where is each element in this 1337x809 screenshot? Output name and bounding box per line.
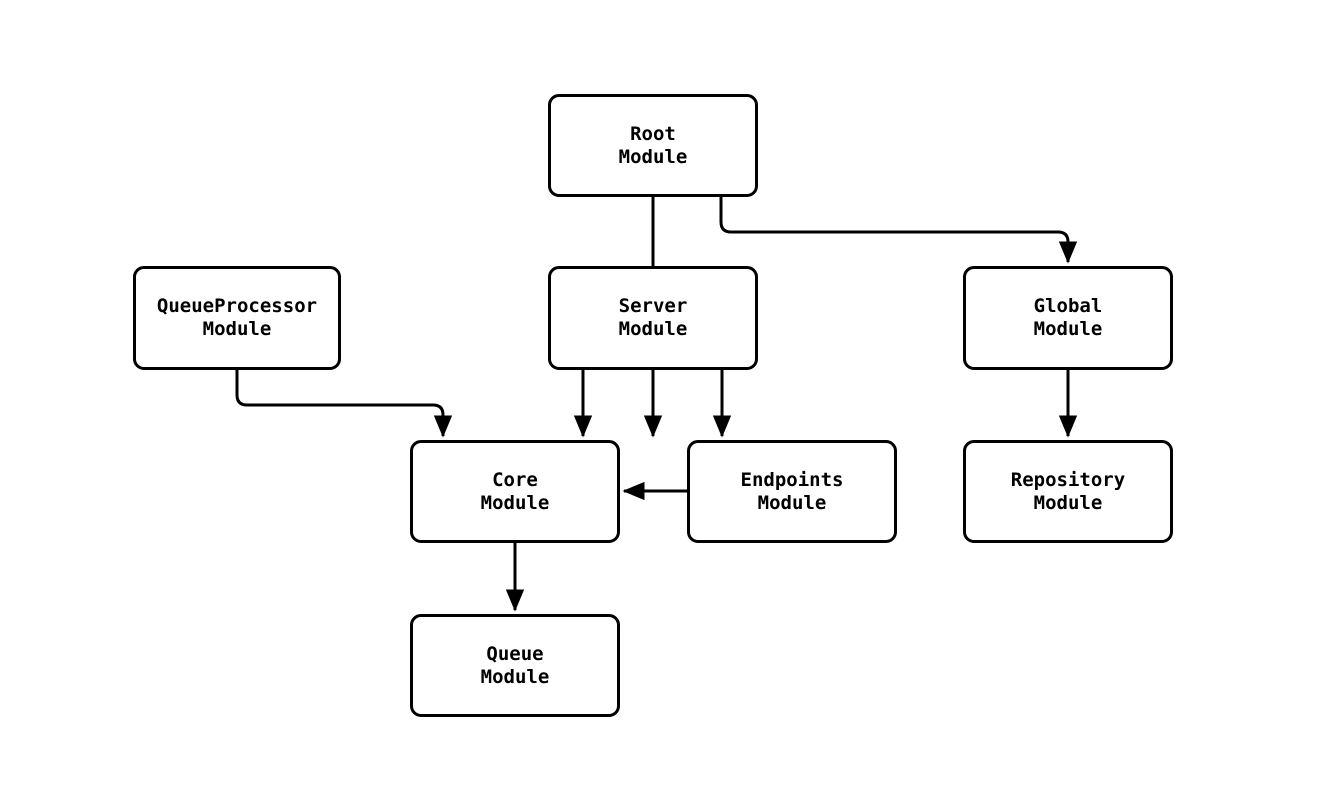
server-module-node[interactable]: Server Module — [548, 266, 758, 370]
edge-root-to-global — [719, 197, 1078, 264]
root-module-node[interactable]: Root Module — [548, 94, 758, 197]
repository-module-node[interactable]: Repository Module — [963, 440, 1173, 543]
core-module-node[interactable]: Core Module — [410, 440, 620, 543]
queueprocessor-module-node[interactable]: QueueProcessor Module — [133, 266, 341, 370]
queue-module-label: Queue Module — [480, 642, 550, 688]
endpoints-module-label: Endpoints Module — [740, 468, 844, 514]
edge-queueprocessor-to-core — [235, 370, 453, 438]
global-module-label: Global Module — [1033, 295, 1103, 340]
server-module-label: Server Module — [618, 295, 688, 340]
endpoints-module-node[interactable]: Endpoints Module — [687, 440, 897, 543]
core-module-label: Core Module — [480, 468, 550, 514]
queueprocessor-module-label: QueueProcessor Module — [156, 295, 318, 340]
repository-module-label: Repository Module — [1010, 468, 1126, 514]
global-module-node[interactable]: Global Module — [963, 266, 1173, 370]
root-module-label: Root Module — [618, 122, 688, 168]
queue-module-node[interactable]: Queue Module — [410, 614, 620, 717]
